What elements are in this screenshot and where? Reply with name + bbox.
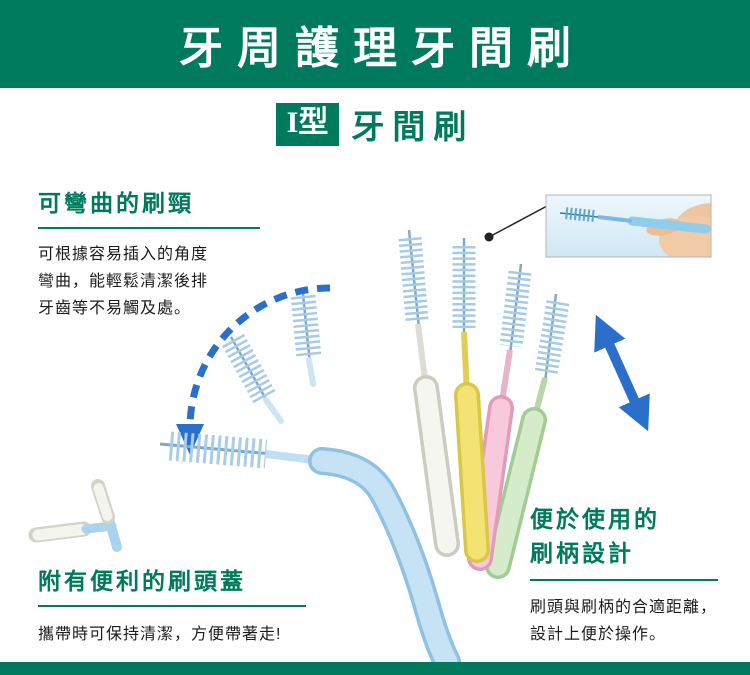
feature-handle-design-heading: 便於使用的 刷柄設計	[530, 502, 718, 581]
feature-brush-cap-heading: 附有便利的刷頭蓋	[38, 562, 306, 607]
subheader: I型 牙間刷	[0, 100, 750, 148]
bottom-strip	[0, 662, 750, 675]
bent-blue-brush	[159, 431, 461, 662]
capped-brushes	[28, 479, 122, 552]
brush-green-handle	[485, 293, 570, 579]
body-line: 可根據容易插入的角度	[38, 246, 209, 263]
page-title: 牙周護理牙間刷	[179, 24, 585, 73]
body-line: 彎曲，能輕鬆清潔後排	[38, 273, 209, 290]
product-illustration	[28, 194, 712, 662]
brush-fan	[398, 229, 570, 579]
brush-head-vertical	[290, 293, 322, 387]
body-line: 刷頭與刷柄的合適距離，	[530, 599, 718, 616]
brush-white-handle	[398, 229, 460, 557]
body-line: 設計上便於操作。	[530, 626, 667, 643]
heading-line: 便於使用的	[530, 506, 660, 532]
main-content: I型 牙間刷 可彎曲的刷頸 可根據容易插入的角度 彎曲，能輕鬆清潔後排 牙齒等不…	[0, 88, 750, 662]
type-badge: I型	[275, 102, 340, 146]
callout-line	[484, 205, 548, 242]
feature-handle-design: 便於使用的 刷柄設計 刷頭與刷柄的合適距離， 設計上便於操作。	[530, 502, 730, 648]
body-line: 牙齒等不易觸及處。	[38, 300, 192, 317]
hand-photo	[545, 194, 712, 258]
feature-bendable-neck-heading: 可彎曲的刷頸	[38, 184, 260, 229]
double-headed-arrow-icon	[594, 314, 650, 432]
feature-bendable-neck-body: 可根據容易插入的角度 彎曲，能輕鬆清潔後排 牙齒等不易觸及處。	[38, 241, 260, 322]
subheader-title: 牙間刷	[351, 108, 475, 145]
heading-line: 刷柄設計	[530, 540, 634, 566]
body-line: 攜帶時可保持清潔，方便帶著走!	[38, 626, 282, 643]
brush-head-angled	[222, 333, 284, 424]
feature-bendable-neck: 可彎曲的刷頸 可根據容易插入的角度 彎曲，能輕鬆清潔後排 牙齒等不易觸及處。	[38, 184, 260, 322]
feature-brush-cap-body: 攜帶時可保持清潔，方便帶著走!	[38, 621, 338, 648]
feature-handle-design-body: 刷頭與刷柄的合適距離， 設計上便於操作。	[530, 594, 730, 648]
dashed-arc-arrow-icon	[176, 284, 331, 455]
brush-yellow-handle	[452, 238, 490, 563]
feature-brush-cap: 附有便利的刷頭蓋 攜帶時可保持清潔，方便帶著走!	[38, 562, 338, 648]
header-banner: 牙周護理牙間刷	[0, 0, 750, 88]
